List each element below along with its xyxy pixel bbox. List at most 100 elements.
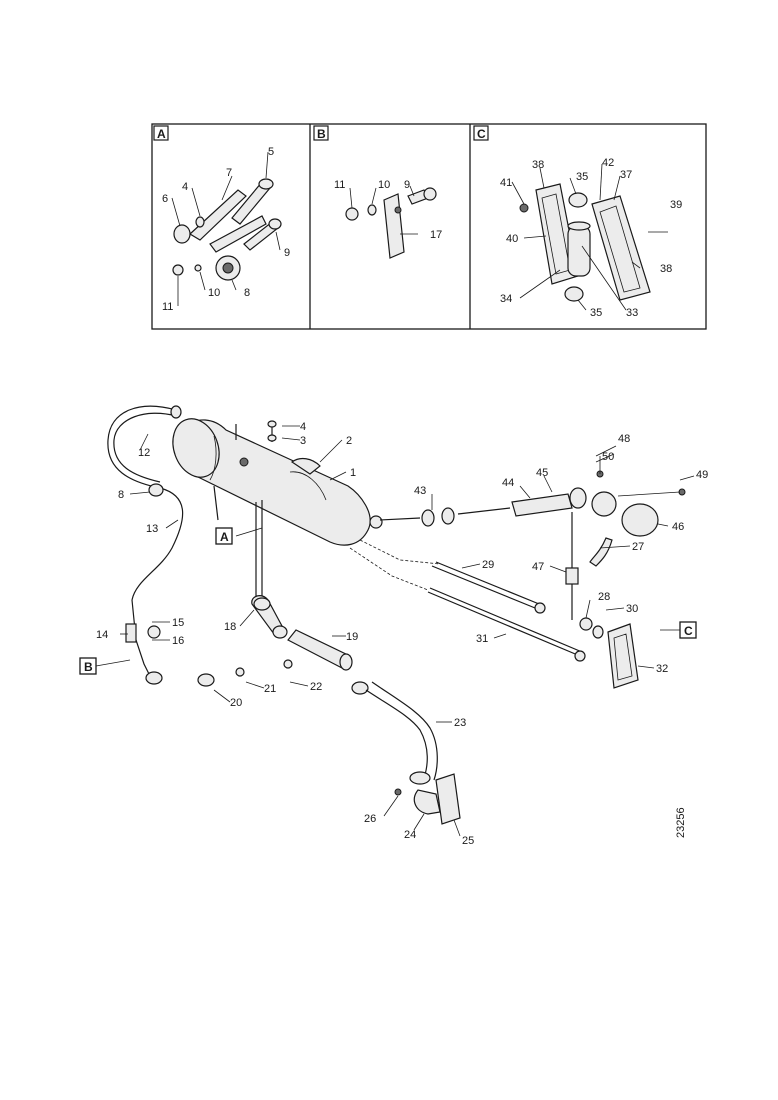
label-part-49: 49 (696, 469, 708, 481)
label-part-2: 2 (346, 435, 352, 447)
label-part-32: 32 (656, 663, 668, 675)
label-part-10: 10 (378, 179, 390, 191)
label-part-24: 24 (404, 829, 416, 841)
label-part-40: 40 (506, 233, 518, 245)
label-part-43: 43 (414, 485, 426, 497)
svg-text:C: C (684, 624, 693, 638)
label-part-5: 5 (268, 146, 274, 158)
nut (579, 617, 593, 631)
label-part-50: 50 (602, 451, 614, 463)
svg-text:A: A (220, 530, 229, 544)
label-part-16: 16 (172, 635, 184, 647)
pipe-sleeve (567, 225, 591, 277)
label-part-8: 8 (118, 489, 124, 501)
label-part-37: 37 (620, 169, 632, 181)
label-part-31: 31 (476, 633, 488, 645)
label-part-47: 47 (532, 561, 544, 573)
connector (565, 567, 579, 585)
washer (235, 667, 245, 677)
label-part-7: 7 (226, 167, 232, 179)
label-part-42: 42 (602, 157, 614, 169)
tail-pipe (365, 689, 428, 779)
label-part-29: 29 (482, 559, 494, 571)
washer (283, 659, 293, 669)
hose-clamp (148, 483, 164, 497)
label-part-39: 39 (670, 199, 682, 211)
pipe-bend (413, 789, 441, 815)
detail-panels: A 6 4 (151, 123, 707, 330)
washer (195, 216, 205, 228)
heat-shield (607, 623, 639, 689)
label-part-21: 21 (264, 683, 276, 695)
label-part-33: 33 (626, 307, 638, 319)
label-part-14: 14 (96, 629, 108, 641)
detail-box-a: A 6 4 (153, 125, 290, 313)
callout-c: C (679, 621, 697, 639)
label-part-23: 23 (454, 717, 466, 729)
nut (519, 203, 529, 213)
label-part-27: 27 (632, 541, 644, 553)
bracket (383, 193, 405, 259)
detail-box-c-id: C (477, 127, 486, 141)
label-part-38: 38 (660, 263, 672, 275)
bracket-plate (189, 189, 247, 241)
hose-27 (589, 537, 613, 567)
label-part-9: 9 (404, 179, 410, 191)
label-part-17: 17 (430, 229, 442, 241)
label-part-4: 4 (182, 181, 188, 193)
label-part-12: 12 (138, 447, 150, 459)
clamp (351, 681, 369, 695)
nut (147, 625, 161, 639)
svg-text:B: B (84, 660, 93, 674)
label-part-46: 46 (672, 521, 684, 533)
label-part-45: 45 (536, 467, 548, 479)
label-part-35: 35 (590, 307, 602, 319)
label-part-26: 26 (364, 813, 376, 825)
label-part-41: 41 (500, 177, 512, 189)
label-part-10: 10 (208, 287, 220, 299)
front-pipe (511, 493, 573, 517)
detail-box-b: B 11 10 9 17 (313, 125, 442, 259)
label-part-1: 1 (350, 467, 356, 479)
gasket (421, 509, 435, 527)
label-part-30: 30 (626, 603, 638, 615)
clamp (568, 192, 588, 208)
label-part-6: 6 (162, 193, 168, 205)
hose-clamp (145, 671, 163, 685)
label-part-22: 22 (310, 681, 322, 693)
main-assembly: 4 3 2 12 1 8 13 48 50 49 43 45 44 46 27 … (79, 405, 708, 847)
detail-box-c: C 41 38 (473, 125, 682, 319)
detail-panels-frame (151, 123, 707, 330)
callout-a: A (215, 527, 233, 545)
rubber-mount (173, 224, 191, 244)
figure-number: 23256 (675, 807, 687, 838)
label-part-44: 44 (502, 477, 514, 489)
label-part-48: 48 (618, 433, 630, 445)
hanger-bracket (435, 773, 461, 825)
label-part-9: 9 (284, 247, 290, 259)
label-part-3: 3 (300, 435, 306, 447)
callout-b: B (79, 657, 97, 675)
detail-box-b-id: B (317, 127, 326, 141)
label-part-28: 28 (598, 591, 610, 603)
nut (197, 673, 215, 687)
flange (591, 491, 617, 517)
outlet-stub (369, 515, 383, 529)
label-part-35: 35 (576, 171, 588, 183)
label-part-11: 11 (162, 301, 173, 313)
label-part-18: 18 (224, 621, 236, 633)
label-part-13: 13 (146, 523, 158, 535)
clamp (564, 286, 584, 302)
cover-plate (621, 503, 659, 537)
detail-box-a-id: A (157, 127, 166, 141)
label-part-38: 38 (532, 159, 544, 171)
nut (394, 788, 402, 796)
nut (345, 207, 359, 221)
label-part-8: 8 (244, 287, 250, 299)
connector (125, 623, 137, 643)
label-part-4: 4 (300, 421, 306, 433)
clamp (272, 625, 288, 639)
label-part-34: 34 (500, 293, 512, 305)
hose (107, 405, 184, 601)
